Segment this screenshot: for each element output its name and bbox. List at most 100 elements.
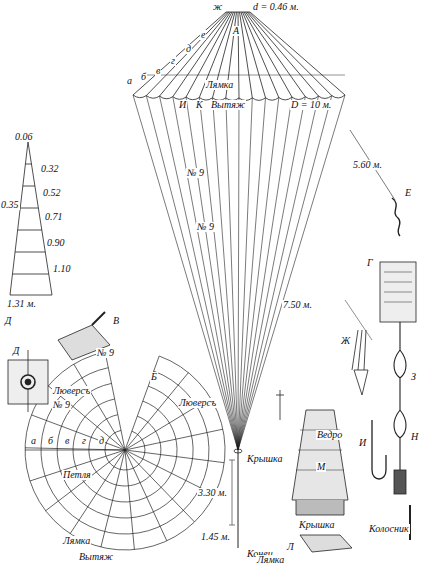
plan-radius: [101, 450, 125, 547]
gore-seam: [246, 12, 306, 97]
gore-seam: [249, 12, 332, 96]
plan-radius: [30, 450, 125, 481]
label: И: [358, 438, 367, 448]
shroud-line: [146, 96, 238, 450]
label: б: [140, 72, 147, 82]
main-line: [238, 450, 239, 548]
block-l: [300, 535, 352, 552]
label: Е: [404, 188, 412, 198]
label: 0.35: [0, 200, 20, 210]
strap-g: [380, 262, 416, 322]
gore-seam: [238, 12, 239, 98]
gore-line: [18, 230, 42, 231]
label: Лямка: [205, 80, 234, 90]
knot-e: [392, 198, 400, 236]
plan-radius: [125, 450, 134, 550]
gore-line: [25, 164, 31, 165]
label: Ведро: [316, 430, 343, 440]
plan-radius: [125, 450, 195, 522]
grommet: [21, 375, 35, 389]
label: Г: [366, 258, 374, 268]
label: Люверсъ: [178, 398, 217, 408]
gore-seam: [244, 12, 292, 97]
label: Люверсъ: [52, 386, 91, 396]
pin: [276, 390, 284, 420]
shroud-line: [226, 98, 238, 450]
label: Лямка: [62, 536, 91, 546]
label: 0.90: [46, 238, 66, 248]
shroud-line: [238, 96, 332, 450]
label: е: [200, 30, 206, 40]
label: А: [232, 26, 240, 36]
grommet-line: [28, 350, 29, 412]
plan-radius: [125, 356, 159, 450]
shroud-line: [238, 97, 292, 450]
canopy-rim: [252, 98, 265, 101]
gore-seam: [250, 12, 345, 95]
label: Б: [150, 372, 158, 382]
hook-i: [372, 420, 386, 479]
label: Вытяж: [78, 552, 114, 562]
gore-seam: [240, 12, 253, 98]
label: № 9: [186, 168, 205, 178]
label: Колосник: [368, 524, 410, 534]
shroud-line: [238, 98, 279, 451]
label: Петля: [62, 470, 92, 480]
canopy-rim: [266, 98, 279, 101]
canopy-rim: [160, 96, 173, 99]
leader: [350, 130, 395, 200]
cloth-line: [92, 312, 105, 325]
gore-seam: [199, 12, 233, 98]
label: Д: [4, 316, 12, 326]
canopy-rim: [173, 97, 186, 100]
label: 5.60 м.: [352, 160, 383, 170]
gore-line: [23, 186, 35, 187]
plan-radius: [125, 450, 224, 463]
label: а: [126, 76, 133, 86]
label: Лямка: [256, 555, 285, 565]
weight: [394, 470, 406, 494]
shroud-line: [173, 97, 238, 450]
plan-radius: [70, 450, 125, 534]
label: Д: [12, 346, 20, 356]
plan-radius: [25, 450, 125, 451]
shroud-line: [160, 96, 239, 450]
plan-ring: [25, 352, 225, 550]
band: [140, 75, 345, 76]
label: г: [81, 436, 87, 446]
strap-lines: [384, 272, 412, 302]
dimension: [229, 460, 235, 525]
label: д: [185, 44, 192, 54]
label: Крышка: [246, 454, 283, 464]
canopy-rim: [146, 96, 159, 99]
label: Крышка: [298, 520, 335, 530]
canopy-rim: [305, 96, 318, 99]
canopy: [133, 12, 345, 450]
label: Вытяж: [210, 100, 246, 110]
plan-radius: [125, 429, 223, 450]
canopy-rim: [332, 95, 345, 98]
label: № 9: [96, 348, 115, 358]
canopy-rim: [133, 95, 146, 98]
label: д: [98, 436, 105, 446]
leader: [345, 300, 372, 340]
label: № 9: [52, 400, 71, 410]
plan-radius: [74, 364, 125, 450]
label: ж: [212, 2, 223, 12]
label: 3.30 м.: [197, 488, 228, 498]
label: 1.31 м.: [6, 299, 37, 309]
label: Л: [286, 542, 295, 552]
gore-line: [20, 208, 38, 209]
label: а: [30, 436, 37, 446]
label: г: [170, 56, 176, 66]
label: Н: [410, 432, 419, 442]
label: D = 10 м.: [290, 100, 332, 110]
shroud-line: [238, 97, 305, 450]
knot: [234, 449, 242, 453]
bucket-lid: [296, 500, 344, 515]
label: № 9: [196, 222, 215, 232]
shroud-line: [133, 95, 238, 450]
label: d = 0.46 м.: [252, 2, 300, 12]
canopy-rim: [319, 96, 332, 99]
